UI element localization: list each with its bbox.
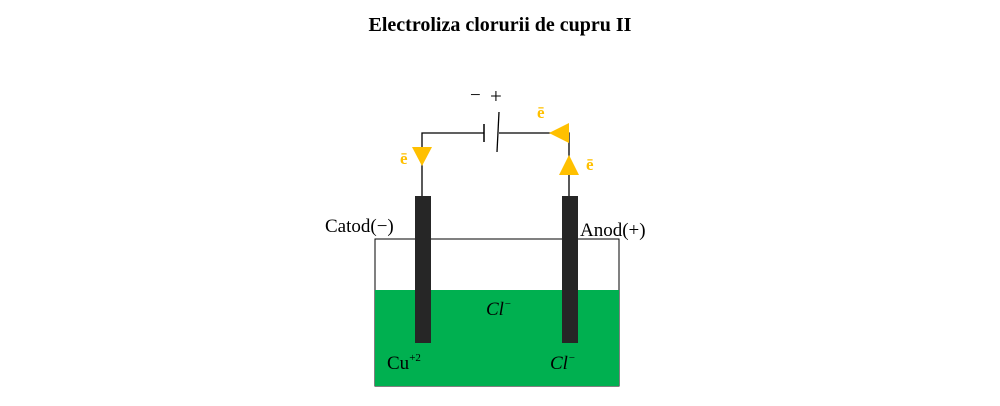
- cathode-electrode: [415, 196, 431, 343]
- cathode-ion-label: Cu+2: [387, 352, 421, 374]
- battery-minus-sign: −: [470, 85, 481, 106]
- battery-plus-sign: +: [490, 84, 502, 108]
- electron-label-anode: ē: [586, 155, 594, 174]
- solution-ion-label: Cl−: [486, 298, 512, 320]
- diagram-title: Electroliza clorurii de cupru II: [368, 14, 632, 36]
- anode-ion-label: Cl−: [550, 352, 576, 374]
- cathode-label: Catod(−): [325, 216, 394, 237]
- cathode-ion-charge: +2: [409, 352, 421, 364]
- anode-ion-base: Cl: [550, 353, 568, 374]
- anode-ion-charge: −: [567, 352, 576, 364]
- anode-label: Anod(+): [580, 220, 646, 241]
- electron-arrow-up: [559, 155, 579, 175]
- battery-long-plate: [496, 111, 500, 153]
- circuit-wire: [421, 132, 570, 196]
- electron-label-cathode: ē: [400, 149, 408, 168]
- electron-arrow-down: [412, 147, 432, 166]
- electron-arrow-left: [549, 123, 569, 143]
- solution-ion-base: Cl: [486, 299, 504, 320]
- cathode-ion-base: Cu: [387, 353, 410, 374]
- anode-electrode: [562, 196, 578, 343]
- solution-ion-charge: −: [503, 298, 512, 310]
- electron-label-top: ē: [537, 103, 545, 122]
